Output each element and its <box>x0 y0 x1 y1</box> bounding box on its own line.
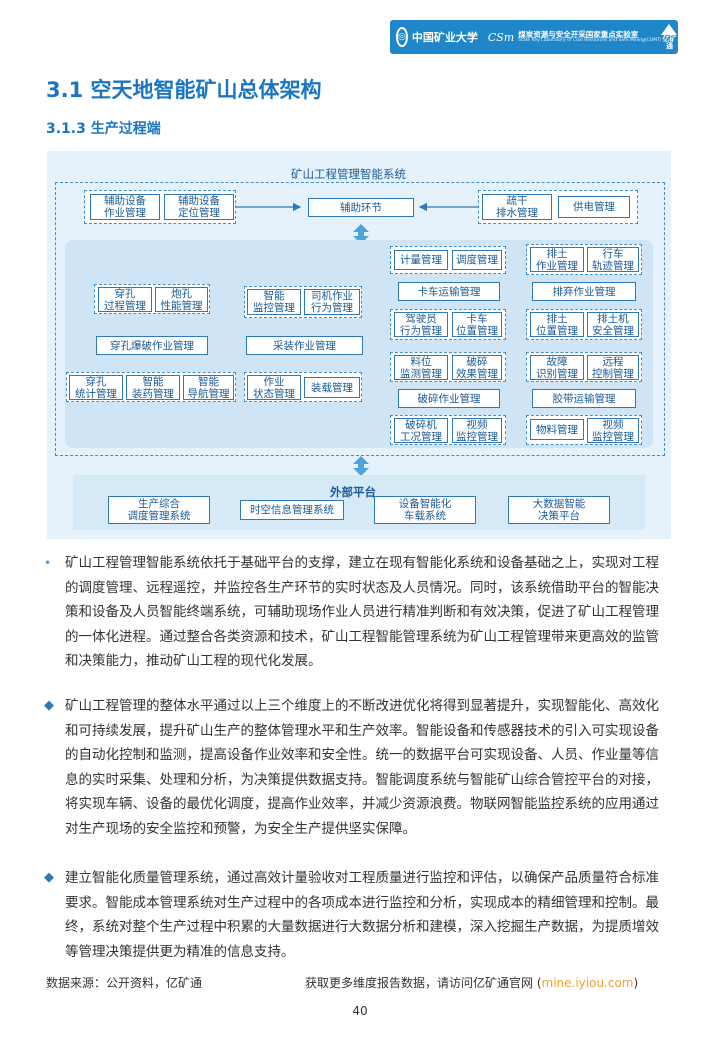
crush-video-box: 视频监控管理 <box>452 418 502 443</box>
lab-name-block: 煤炭资源与安全开采国家重点实验室 State Key Laboratory of… <box>518 29 662 44</box>
system-frame <box>55 182 665 456</box>
aux-equip-position-box: 辅助设备定位管理 <box>164 194 234 220</box>
paragraph-text: 矿山工程管理智能系统依托于基础平台的支撑，建立在现有智能化系统和设备基础之上，实… <box>65 555 659 669</box>
visit-note: 获取更多维度报告数据，请访问亿矿通官网 (mine.iyiou.com) <box>305 976 639 990</box>
external-platform-title: 外部平台 <box>330 485 376 499</box>
paragraph-1: • 矿山工程管理智能系统依托于基础平台的支撑，建立在现有智能化系统和设备基础之上… <box>44 551 672 674</box>
metering-box: 计量管理 <box>394 250 448 270</box>
dump-manage-box: 排弃作业管理 <box>532 282 636 301</box>
dispatch-box: 调度管理 <box>452 250 502 270</box>
level-monitor-box: 料位监测管理 <box>394 355 448 380</box>
external-bigdata-platform: 大数据智能决策平台 <box>508 496 610 524</box>
hole-process-box: 穿孔过程管理 <box>98 287 152 312</box>
crusher-status-box: 破碎机工况管理 <box>394 418 448 443</box>
paragraph-3: ◆ 建立智能化质量管理系统，通过高效计量验收对工程质量进行监控和评估，以确保产品… <box>44 866 672 964</box>
bullet-dot-icon: • <box>44 556 52 570</box>
blast-hole-box: 炮孔性能管理 <box>155 287 208 312</box>
page-number: 40 <box>352 1004 368 1018</box>
mountain-icon <box>661 24 678 35</box>
lab-logo: CSm <box>487 30 515 44</box>
belt-transport-box: 胶带运输管理 <box>532 389 636 408</box>
smart-charge-box: 智能装药管理 <box>126 375 180 400</box>
crushing-manage-box: 破碎作业管理 <box>398 389 500 408</box>
brand-logo: 亿矿通 <box>661 24 678 50</box>
double-arrow-icon <box>353 456 369 476</box>
aux-equip-work-box: 辅助设备作业管理 <box>90 194 160 220</box>
driver-box: 驾驶员行为管理 <box>394 312 448 337</box>
header-banner: ◎ 中国矿业大学 CSm 煤炭资源与安全开采国家重点实验室 State Key … <box>390 20 678 54</box>
material-box: 物料管理 <box>530 419 584 440</box>
bullet-diamond-icon: ◆ <box>44 698 54 713</box>
truck-transport-box: 卡车运输管理 <box>398 282 500 301</box>
paragraph-2: ◆ 矿山工程管理的整体水平通过以上三个维度上的不断改进优化将得到显著提升，实现智… <box>44 694 672 841</box>
hole-stat-box: 穿孔统计管理 <box>69 375 123 400</box>
lab-name-en: State Key Laboratory of Coal Resources a… <box>518 37 662 43</box>
loading-manage-box: 采装作业管理 <box>246 336 363 355</box>
bullet-diamond-icon: ◆ <box>44 870 54 885</box>
drain-box: 疏干排水管理 <box>482 194 552 220</box>
external-dispatch-system: 生产综合调度管理系统 <box>108 496 210 524</box>
subsection-title: 3.1.3 生产过程端 <box>46 121 161 137</box>
dump-work-box: 排土作业管理 <box>530 247 584 272</box>
external-vehicle-system: 设备智能化车载系统 <box>374 496 476 524</box>
track-box: 行车轨迹管理 <box>587 247 639 272</box>
remote-control-box: 远程控制管理 <box>587 355 639 380</box>
smart-nav-box: 智能导航管理 <box>183 375 234 400</box>
truck-position-box: 卡车位置管理 <box>452 312 502 337</box>
belt-video-box: 视频监控管理 <box>587 418 639 443</box>
smart-monitor-box: 智能监控管理 <box>247 289 301 315</box>
driver-behavior-box: 司机作业行为管理 <box>304 289 360 315</box>
external-spatiotemporal-system: 时空信息管理系统 <box>240 500 344 520</box>
dump-safety-box: 排土机安全管理 <box>587 312 639 337</box>
paragraph-text: 建立智能化质量管理系统，通过高效计量验收对工程质量进行监控和评估，以确保产品质量… <box>65 870 659 960</box>
data-source: 数据来源：公开资料，亿矿通 <box>46 976 203 990</box>
drill-blast-manage-box: 穿孔爆破作业管理 <box>96 336 208 355</box>
section-title: 3.1 空天地智能矿山总体架构 <box>46 78 322 102</box>
power-box: 供电管理 <box>558 196 630 218</box>
university-seal-icon: ◎ <box>396 27 408 47</box>
brand-name: 亿矿通 <box>662 35 677 50</box>
university-name: 中国矿业大学 <box>411 31 478 44</box>
website-link[interactable]: mine.iyiou.com <box>541 976 634 990</box>
dump-position-box: 排土位置管理 <box>530 312 584 337</box>
lab-name: 煤炭资源与安全开采国家重点实验室 <box>518 29 639 39</box>
aux-link-box: 辅助环节 <box>308 198 414 217</box>
crush-effect-box: 破碎效果管理 <box>452 355 502 380</box>
work-state-box: 作业状态管理 <box>247 375 301 400</box>
load-manage-box: 装载管理 <box>304 377 360 398</box>
paragraph-text: 矿山工程管理的整体水平通过以上三个维度上的不断改进优化将得到显著提升，实现智能化… <box>65 698 659 837</box>
fault-detect-box: 故障识别管理 <box>530 355 584 380</box>
system-title: 矿山工程管理智能系统 <box>288 166 409 182</box>
